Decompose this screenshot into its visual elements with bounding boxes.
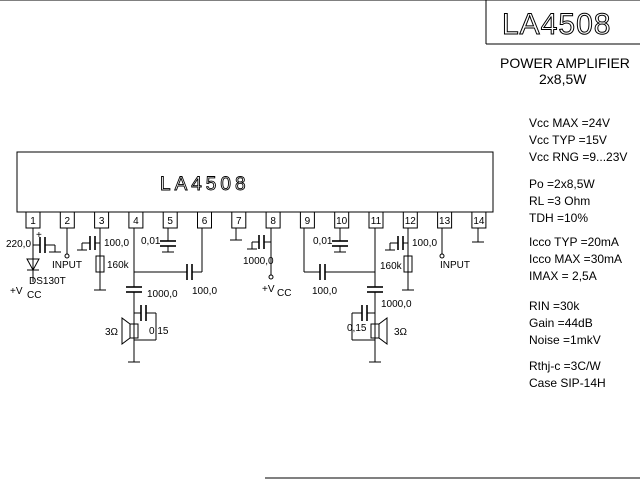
ic-pin-box [437, 211, 453, 229]
left-channel-wiring: + [26, 228, 274, 363]
ic-label: LA4508 [160, 174, 250, 195]
ic-pin-box [334, 211, 350, 229]
ic-pin-number: 11 [371, 216, 382, 227]
spec-rin: RIN =30k [529, 299, 580, 313]
ic-pin-number: 9 [305, 216, 311, 227]
ic-pin-7: 7 [231, 211, 247, 229]
label-c-015-left: 0,15 [149, 326, 169, 337]
ic-pin-4: 4 [128, 211, 144, 229]
ic-pin-13: 13 [437, 211, 453, 229]
label-c-1000-left-out: 1000,0 [147, 289, 178, 300]
label-c-001-left: 0,01 [141, 236, 161, 247]
ic-pin-box [197, 211, 212, 229]
ic-pin-box [368, 211, 384, 229]
label-input-right: INPUT [440, 260, 470, 271]
ic-pin-number: 5 [167, 216, 173, 227]
label-spk-left: 3Ω [105, 327, 119, 338]
ic-pin-box [265, 211, 281, 229]
ic-pin-box [94, 211, 110, 229]
ic-pin-10: 10 [334, 211, 350, 229]
ic-pin-box [231, 211, 247, 229]
ic-pin-number: 1 [30, 216, 36, 227]
ic-pin-number: 13 [439, 216, 451, 227]
spec-po: Po =2x8,5W [529, 177, 595, 191]
ic-pin-8: 8 [265, 211, 281, 229]
ic-pin-box [299, 211, 315, 229]
label-r-160k-left: 160k [107, 260, 130, 271]
label-c-015-right: 0,15 [347, 323, 367, 334]
ic-pin-number: 3 [99, 216, 105, 227]
label-r-160k-right: 160k [380, 261, 403, 272]
label-c-1000-right-out: 1000,0 [381, 299, 412, 310]
ic-pin-14: 14 [471, 211, 487, 229]
component-labels: 220,0 INPUT 100,0 160k 0,01 DS130T +V CC… [6, 236, 470, 338]
label-vcc-mid-sub: CC [277, 288, 291, 299]
ic-pin-box [471, 211, 487, 229]
spec-vcc-typ: Vcc TYP =15V [529, 133, 607, 147]
ic-pin-12: 12 [402, 211, 418, 229]
ic-package: LA4508 [16, 151, 494, 213]
label-c-100-left-fb: 100,0 [192, 286, 217, 297]
svg-text:+: + [36, 230, 42, 241]
spec-vcc-max: Vcc MAX =24V [529, 116, 610, 130]
spec-icco-typ: Icco TYP =20mA [529, 235, 619, 249]
ic-pin-box [128, 211, 144, 229]
ic-pin-5: 5 [162, 211, 178, 229]
label-diode: DS130T [29, 276, 66, 287]
label-spk-right: 3Ω [394, 327, 408, 338]
label-c-1000-pin7: 1000,0 [243, 256, 274, 267]
spec-gain: Gain =44dB [529, 316, 593, 330]
label-vcc-mid: +V [262, 284, 275, 295]
spec-case: Case SIP-14H [529, 376, 606, 390]
ic-pin-box [402, 211, 418, 229]
spec-icco-max: Icco MAX =30mA [529, 252, 622, 266]
ic-pin-2: 2 [59, 211, 75, 229]
ic-pin-number: 8 [270, 216, 276, 227]
label-vcc-left: +V [10, 286, 23, 297]
right-channel-wiring [303, 228, 484, 363]
spec-imax: IMAX = 2,5A [529, 269, 597, 283]
ic-pin-1: 1 [25, 211, 41, 229]
label-input-left: INPUT [52, 260, 82, 271]
part-number-title: LA4508 [502, 8, 611, 41]
spec-tdh: TDH =10% [529, 211, 588, 225]
ic-pin-number: 7 [236, 216, 242, 227]
label-c-100-pin12: 100,0 [412, 238, 437, 249]
ic-pin-number: 14 [473, 216, 485, 227]
ic-pin-number: 10 [336, 216, 348, 227]
ic-pin-number: 12 [405, 216, 417, 227]
label-vcc-left-sub: CC [27, 290, 41, 301]
ic-pin-box [162, 211, 178, 229]
ic-pin-number: 6 [202, 216, 208, 227]
ic-pin-9: 9 [299, 211, 315, 229]
ic-pin-11: 11 [368, 211, 384, 229]
label-c-100-right-fb: 100,0 [312, 286, 337, 297]
spec-vcc-rng: Vcc RNG =9...23V [529, 150, 627, 164]
ic-pin-number: 4 [133, 216, 139, 227]
title-block: LA4508 POWER AMPLIFIER 2x8,5W [500, 8, 630, 88]
label-c-001-right: 0,01 [313, 236, 333, 247]
ic-pin-6: 6 [197, 211, 212, 229]
ic-pin-3: 3 [94, 211, 110, 229]
ic-pin-number: 2 [65, 216, 71, 227]
spec-rl: RL =3 Ohm [529, 194, 590, 208]
description-line-1: POWER AMPLIFIER [500, 55, 630, 71]
label-c-220: 220,0 [6, 239, 31, 250]
spec-rthj: Rthj-c =3C/W [529, 359, 601, 373]
spec-list: Vcc MAX =24V Vcc TYP =15V Vcc RNG =9...2… [529, 116, 627, 390]
label-c-100-pin3: 100,0 [104, 238, 129, 249]
spec-noise: Noise =1mkV [529, 333, 601, 347]
description-line-2: 2x8,5W [539, 71, 587, 87]
